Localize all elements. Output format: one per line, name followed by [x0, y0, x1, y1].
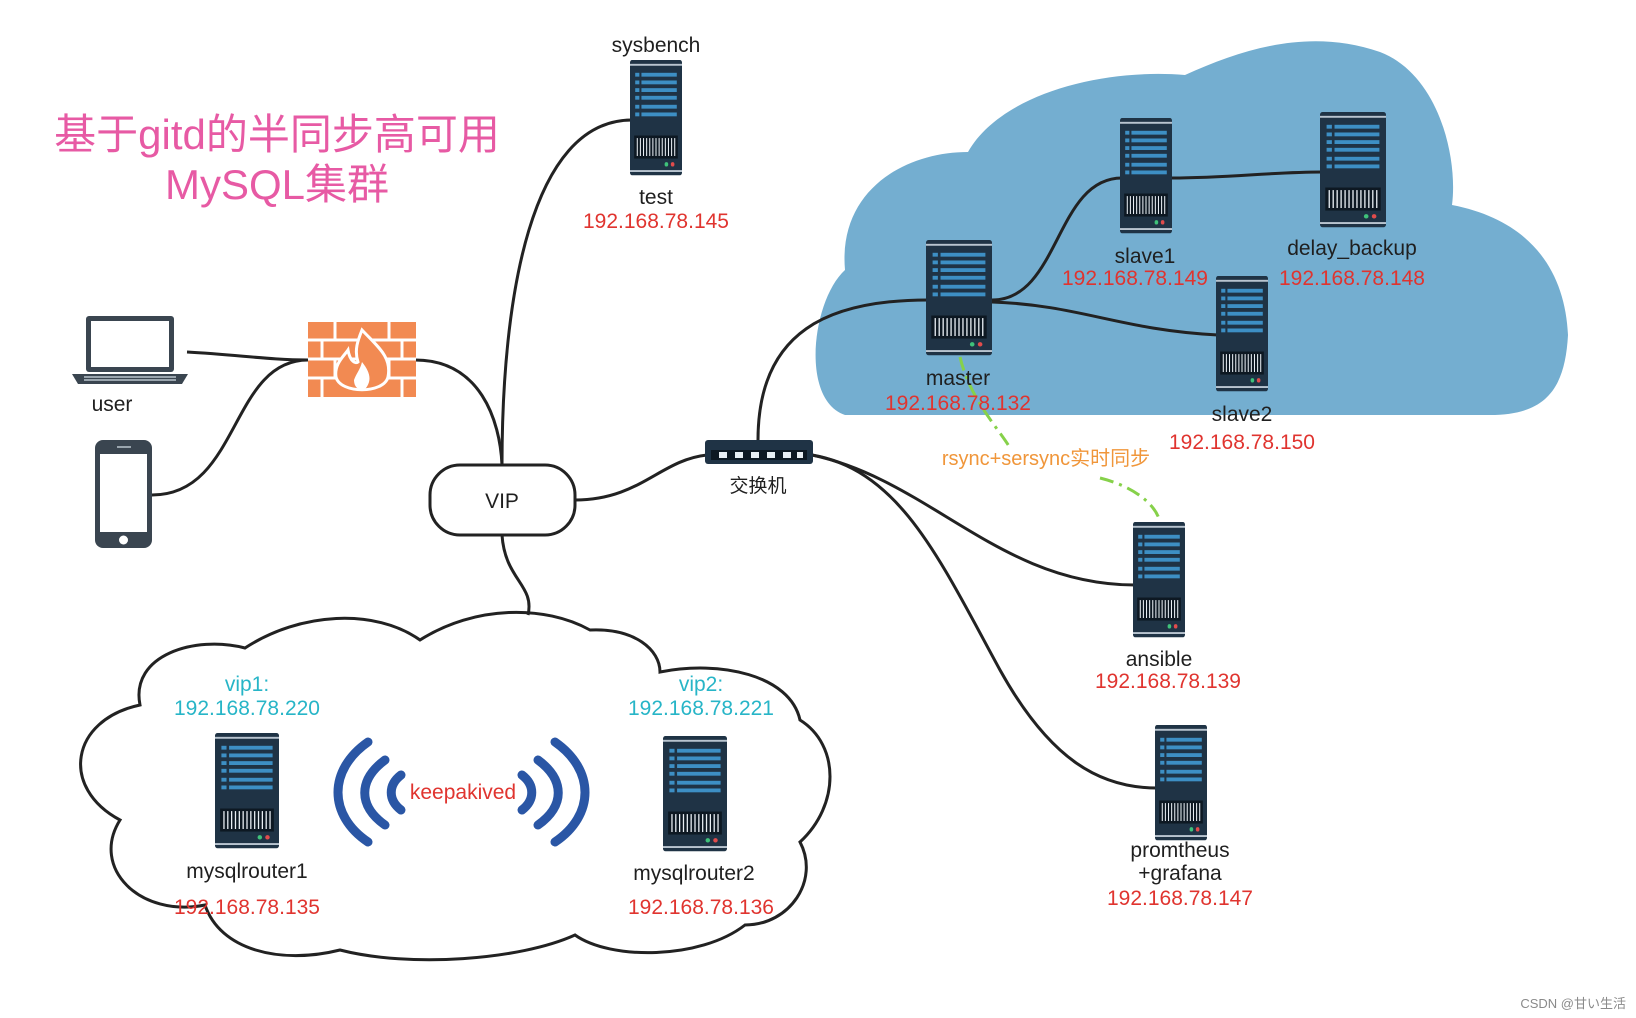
server-ansible-icon[interactable] — [1132, 521, 1186, 638]
prometheus-label: promtheus — [1130, 839, 1230, 862]
vip1-label: vip1: — [224, 673, 270, 696]
wifi-waves-icon — [333, 737, 590, 847]
diagram-title: 基于gitd的半同步高可用 MySQL集群 — [54, 110, 500, 211]
user-label: user — [91, 393, 133, 416]
server-slave2-icon[interactable] — [1215, 275, 1269, 392]
title-line1: 基于gitd的半同步高可用 — [54, 111, 500, 158]
vip2-ip: 192.168.78.221 — [628, 697, 774, 720]
router-cloud — [79, 610, 832, 962]
grafana-label: +grafana — [1138, 862, 1222, 885]
server-master-icon[interactable] — [925, 239, 993, 356]
master-ip: 192.168.78.132 — [885, 392, 1031, 415]
server-delay-backup-icon[interactable] — [1319, 111, 1387, 228]
server-sysbench-icon[interactable] — [629, 59, 683, 176]
mysqlrouter2-ip: 192.168.78.136 — [628, 896, 774, 919]
delay-backup-label: delay_backup — [1287, 237, 1417, 260]
sync-label: rsync+sersync实时同步 — [941, 448, 1151, 470]
vip-label: VIP — [485, 490, 519, 513]
sysbench-label: sysbench — [611, 34, 701, 57]
footer-watermark: CSDN @甘い生活 — [1520, 996, 1626, 1011]
mysqlrouter1-label: mysqlrouter1 — [186, 860, 308, 883]
keepalived-label: keepakived — [409, 781, 517, 804]
server-mysqlrouter2-icon[interactable] — [662, 735, 728, 852]
slave1-ip: 192.168.78.149 — [1062, 267, 1208, 290]
server-prometheus-icon[interactable] — [1154, 724, 1208, 841]
switch-label: 交换机 — [729, 476, 787, 497]
master-label: master — [925, 367, 991, 390]
ansible-ip: 192.168.78.139 — [1095, 670, 1241, 693]
vip-box[interactable] — [428, 463, 577, 537]
firewall-icon — [308, 322, 416, 397]
slave1-label: slave1 — [1114, 245, 1176, 268]
connections — [151, 118, 1323, 790]
vip1-ip: 192.168.78.220 — [174, 697, 320, 720]
prometheus-ip: 192.168.78.147 — [1107, 887, 1253, 910]
test-ip: 192.168.78.145 — [583, 210, 729, 233]
mysqlrouter1-ip: 192.168.78.135 — [174, 896, 320, 919]
slave2-label: slave2 — [1211, 403, 1273, 426]
slave2-ip: 192.168.78.150 — [1169, 431, 1315, 454]
title-line2: MySQL集群 — [164, 161, 390, 209]
sync-link — [958, 356, 1162, 526]
switch-icon[interactable] — [705, 440, 813, 464]
test-label: test — [639, 186, 673, 209]
vip2-label: vip2: — [678, 673, 724, 696]
server-slave1-icon[interactable] — [1119, 117, 1173, 234]
server-mysqlrouter1-icon[interactable] — [214, 732, 280, 849]
laptop-icon — [72, 316, 188, 384]
ansible-label: ansible — [1125, 648, 1193, 671]
mysqlrouter2-label: mysqlrouter2 — [633, 862, 755, 885]
phone-icon — [95, 440, 152, 548]
delay-backup-ip: 192.168.78.148 — [1279, 267, 1425, 290]
db-cloud — [815, 41, 1568, 416]
